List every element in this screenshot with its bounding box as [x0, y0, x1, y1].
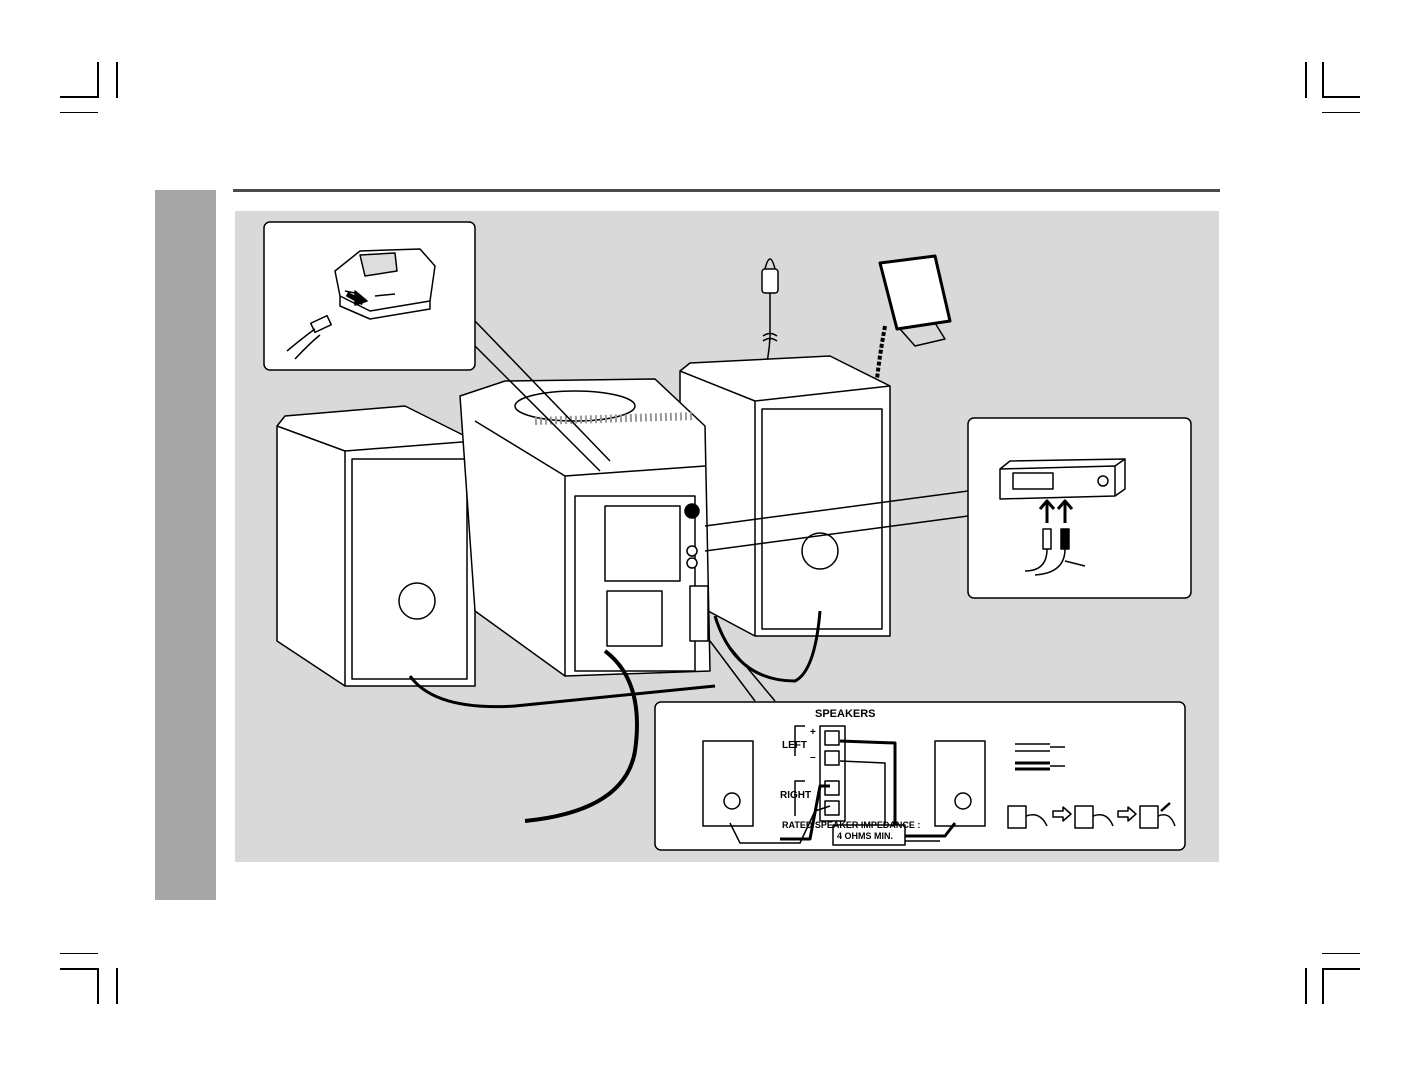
plus-sign: + [810, 727, 816, 738]
terminal-step-1-icon [1007, 805, 1048, 829]
speaker-right [679, 355, 891, 637]
header-rule [233, 189, 1220, 192]
minidisc-player-inset [263, 221, 476, 371]
vcr-inset [967, 417, 1192, 599]
terminal-step-3-icon [1139, 802, 1176, 829]
crop-mark [60, 96, 98, 98]
left-label: LEFT [782, 740, 807, 751]
crop-mark [1322, 96, 1360, 98]
crop-mark [1305, 968, 1307, 1004]
crop-mark [116, 62, 118, 98]
crop-mark [1322, 953, 1360, 954]
speaker-left [276, 405, 476, 687]
crop-mark [1322, 62, 1324, 98]
crop-mark [97, 968, 99, 1004]
power-cord-icon [524, 649, 639, 823]
crop-mark [1322, 112, 1360, 113]
crop-mark [1322, 968, 1360, 970]
arrow-right-icon [1052, 806, 1072, 822]
crop-mark [60, 112, 98, 113]
minus-sign: – [810, 752, 816, 763]
side-tab [155, 190, 216, 900]
crop-mark [60, 953, 98, 954]
speaker-icon [934, 740, 986, 827]
crop-mark [116, 968, 118, 1004]
connection-diagram: SPEAKERS + – LEFT RIGHT RATED SPEAKER IM… [235, 211, 1219, 862]
impedance-value: 4 OHMS MIN. [837, 831, 893, 841]
arrow-right-icon [1117, 806, 1137, 822]
vcr-icon [999, 458, 1126, 500]
speakers-label: SPEAKERS [815, 708, 876, 720]
impedance-label: RATED SPEAKER IMPEDANCE : [782, 820, 920, 830]
speaker-icon [702, 740, 754, 827]
crop-mark [1305, 62, 1307, 98]
crop-mark [1322, 968, 1324, 1004]
crop-mark [97, 62, 99, 98]
terminal-step-2-icon [1074, 805, 1114, 829]
stereo-unit-icon [459, 378, 711, 677]
speaker-terminal-inset [654, 701, 1186, 851]
crop-mark [60, 968, 98, 970]
right-label: RIGHT [780, 790, 811, 801]
